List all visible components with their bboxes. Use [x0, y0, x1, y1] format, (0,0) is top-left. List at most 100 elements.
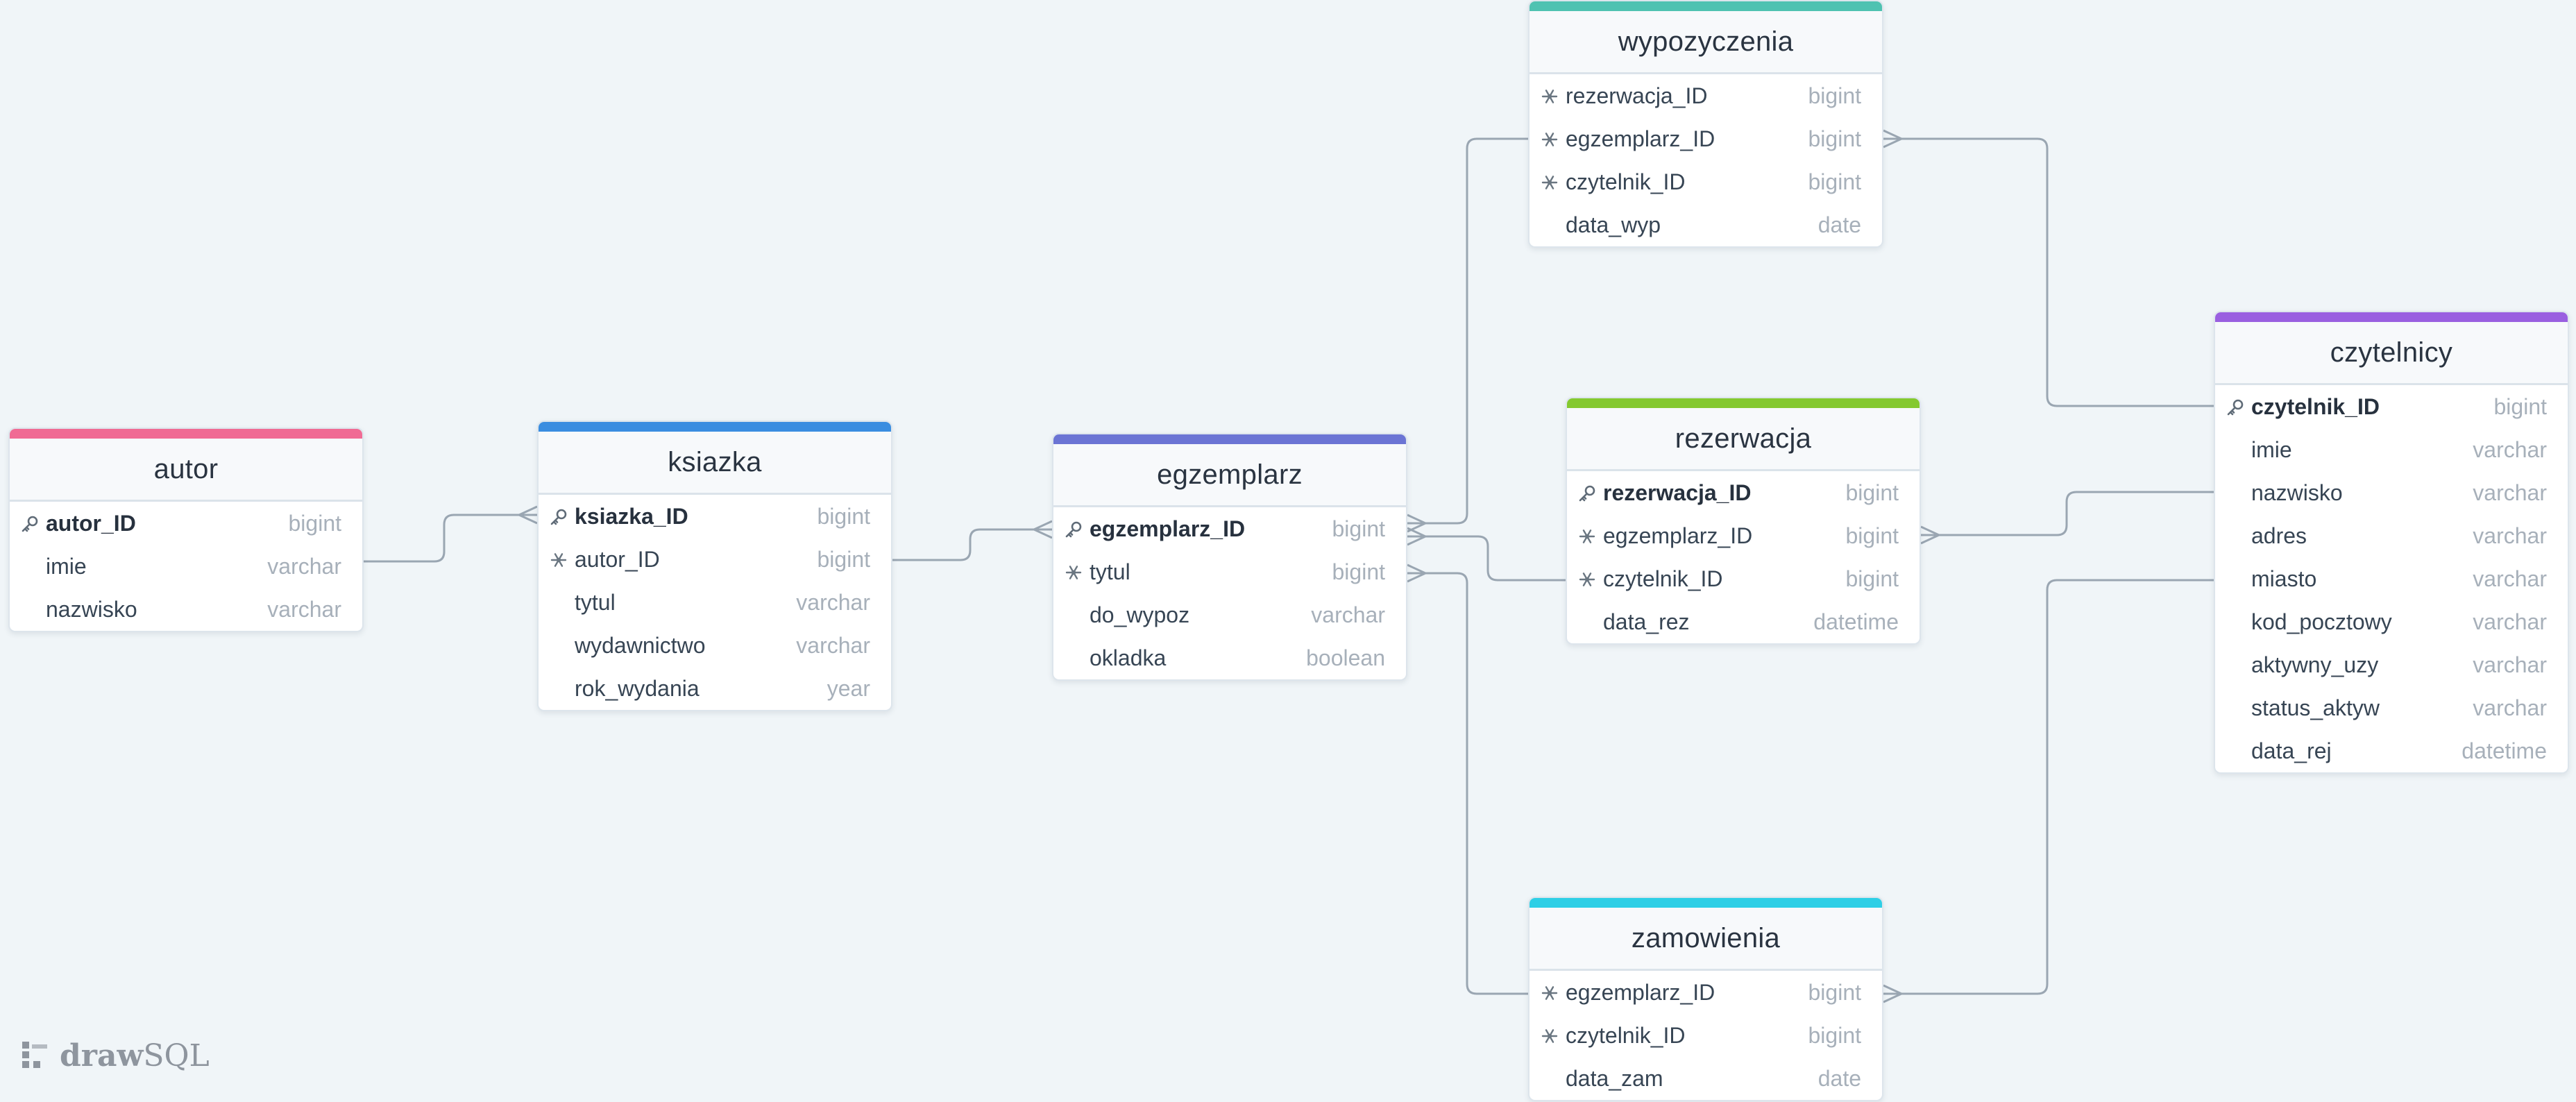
- logo-text-draw: draw: [60, 1037, 144, 1074]
- column-name: tytul: [575, 590, 616, 615]
- crows-foot-marker: [1033, 520, 1053, 539]
- table-title[interactable]: ksiazka: [539, 432, 891, 495]
- column-row[interactable]: nazwisko varchar: [10, 588, 362, 631]
- column-name: kod_pocztowy: [2251, 609, 2392, 634]
- column-type: varchar: [2473, 652, 2547, 677]
- table-title[interactable]: rezerwacja: [1567, 408, 1920, 471]
- column-name: egzemplarz_ID: [1603, 523, 1753, 548]
- relation-line-egzemplarz-egzemplarz_ID-to-wypozyczenia[interactable]: [1407, 137, 1528, 525]
- column-name: data_rez: [1603, 609, 1690, 634]
- relation-line-ksiazka-ksiazka_ID-to-egzemplarz[interactable]: [892, 528, 1052, 561]
- relation-line-czytelnicy-czytelnik_ID-to-zamowienia[interactable]: [1883, 579, 2214, 995]
- column-name: autor_ID: [575, 547, 660, 572]
- column-row[interactable]: rok_wydania year: [539, 667, 891, 710]
- relation-line-egzemplarz-egzemplarz_ID-to-rezerwacja[interactable]: [1407, 535, 1566, 582]
- relation-line-egzemplarz-egzemplarz_ID-to-zamowienia[interactable]: [1407, 572, 1528, 995]
- column-name: czytelnik_ID: [1603, 566, 1723, 591]
- column-type: bigint: [1808, 126, 1862, 151]
- relation-line-czytelnicy-czytelnik_ID-to-wypozyczenia[interactable]: [1883, 137, 2214, 407]
- snowflake-icon: [1065, 563, 1083, 582]
- column-type: varchar: [796, 590, 870, 615]
- column-name: rok_wydania: [575, 676, 700, 701]
- column-name: nazwisko: [46, 597, 137, 622]
- column-row[interactable]: kod_pocztowy varchar: [2215, 600, 2568, 643]
- crows-foot-marker: [1407, 514, 1426, 533]
- crows-foot-marker: [1407, 527, 1426, 546]
- table-color-bar: [539, 422, 891, 432]
- column-type: bigint: [817, 504, 871, 529]
- column-type: varchar: [267, 554, 341, 579]
- table-title[interactable]: czytelnicy: [2215, 322, 2568, 385]
- column-name: adres: [2251, 523, 2307, 548]
- table-title[interactable]: egzemplarz: [1053, 444, 1406, 507]
- column-type: varchar: [1311, 602, 1385, 627]
- key-icon: [2226, 398, 2244, 416]
- column-name: status_aktyw: [2251, 695, 2380, 720]
- snowflake-icon: [1541, 984, 1559, 1002]
- relation-line-autor-autor_ID-to-ksiazka[interactable]: [364, 514, 537, 563]
- column-type: varchar: [2473, 437, 2547, 462]
- crows-foot-marker: [518, 505, 538, 525]
- relation-line-czytelnicy-czytelnik_ID-to-rezerwacja[interactable]: [1921, 491, 2214, 536]
- snowflake-icon: [1578, 570, 1596, 588]
- column-type: varchar: [267, 597, 341, 622]
- snowflake-icon: [1578, 527, 1596, 545]
- column-name: miasto: [2251, 566, 2317, 591]
- column-type: boolean: [1306, 645, 1385, 670]
- column-row[interactable]: tytul varchar: [539, 581, 891, 624]
- crows-foot-marker: [1407, 563, 1426, 583]
- table-title[interactable]: autor: [10, 439, 362, 502]
- table-title[interactable]: wypozyczenia: [1530, 11, 1882, 74]
- column-type: bigint: [1845, 480, 1899, 505]
- column-type: varchar: [2473, 609, 2547, 634]
- column-name: data_wyp: [1566, 212, 1661, 237]
- crows-foot-marker: [1883, 984, 1902, 1003]
- column-name: egzemplarz_ID: [1566, 126, 1715, 151]
- table-color-bar: [2215, 312, 2568, 322]
- table-color-bar: [1530, 1, 1882, 11]
- table-title[interactable]: zamowienia: [1530, 908, 1882, 971]
- column-type: datetime: [2461, 738, 2547, 763]
- key-icon: [1065, 520, 1083, 539]
- column-type: year: [827, 676, 870, 701]
- column-row[interactable]: egzemplarz_ID bigint: [1530, 117, 1882, 160]
- column-type: bigint: [2493, 394, 2548, 419]
- column-type: bigint: [1808, 83, 1862, 108]
